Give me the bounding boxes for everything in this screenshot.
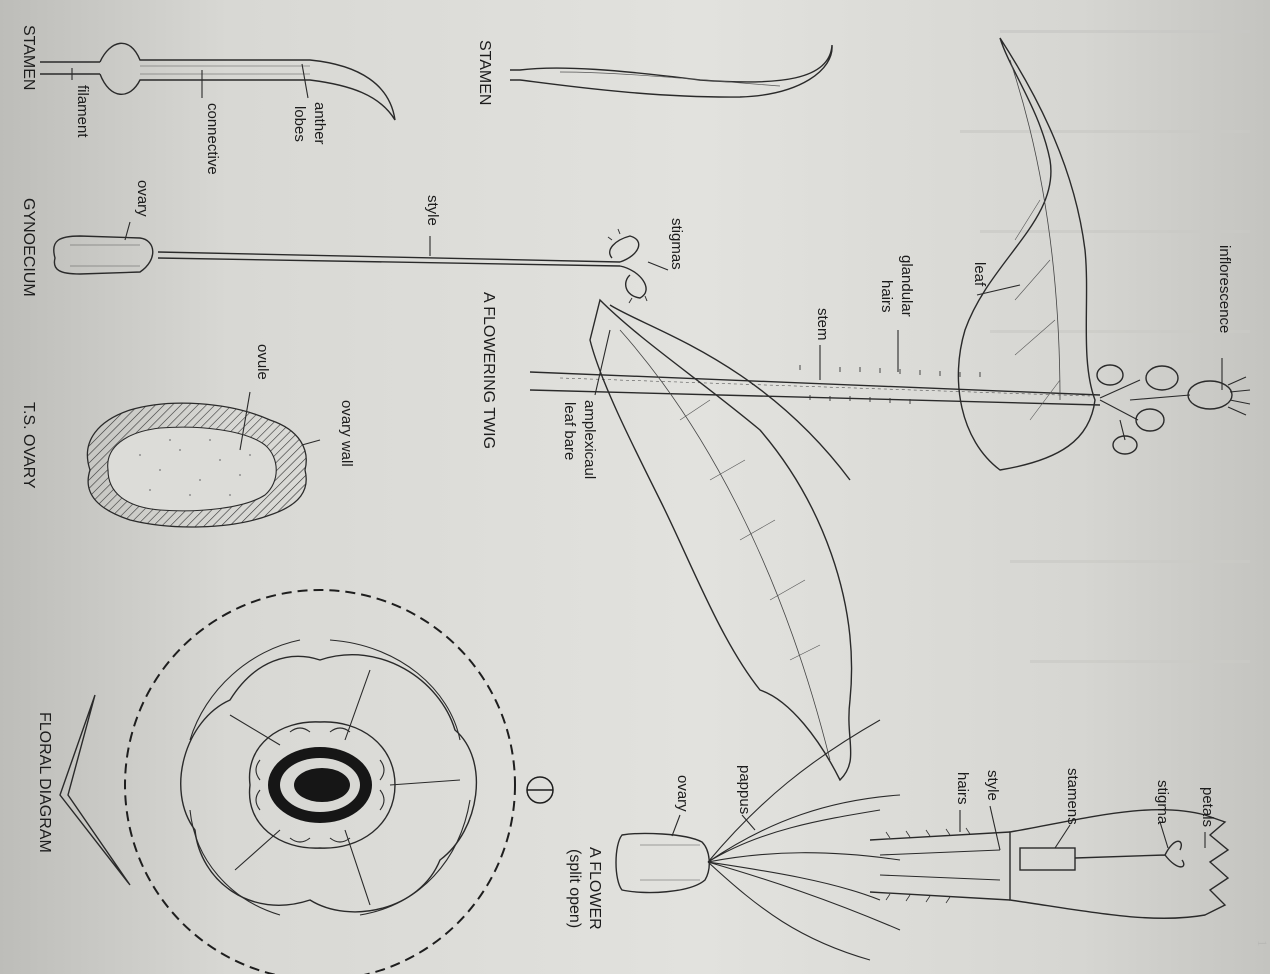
label-ovary-gynoecium: ovary [134,180,151,217]
bract-drawing [60,695,130,885]
flower-figure: petals stigma stamens style hairs pappus… [566,720,1228,960]
label-style: style [984,770,1001,801]
stamen-bottom-figure: anther lobes connective filament STAMEN [20,25,395,175]
title-ts-ovary: T.S. OVARY [20,402,37,489]
stamens-drawing [1020,848,1075,870]
label-leaf-base: leaf bare [561,402,578,460]
flower-ovary-drawing [616,833,709,892]
label-stamens: stamens [1064,768,1081,825]
label-pappus: pappus [736,765,753,814]
svg-text:1: 1 [1255,940,1270,947]
floral-diagram-figure: FLORAL DIAGRAM [36,590,553,974]
title-stamen-top: STAMEN [476,40,493,105]
label-ovary-flower: ovary [674,775,691,812]
label-hairs-flower: hairs [954,772,971,805]
bleed-through-text [960,30,1250,663]
label-anther: anther [311,102,328,145]
ts-ovary-figure: ovary wall ovule T.S. OVARY [20,344,355,527]
gynoecium-style-drawing [158,252,620,266]
label-ovule: ovule [254,344,271,380]
label-filament: filament [74,85,91,138]
label-inflorescence: inflorescence [1216,245,1233,333]
title-floral-diagram: FLORAL DIAGRAM [36,712,53,853]
gynoecium-stigmas-drawing [610,236,646,298]
gynoecium-figure: stigmas style ovary GYNOECIUM [20,180,685,303]
label-stem: stem [814,308,831,341]
label-hairs: hairs [878,280,895,313]
ovule-drawing [108,427,277,511]
label-ovary-wall: ovary wall [338,400,355,467]
inflorescence-drawing [1097,365,1250,454]
label-style-gynoecium: style [424,195,441,226]
stem-drawing [530,372,1100,405]
label-glandular: glandular [898,255,915,317]
subtitle-flower: (split open) [566,849,583,928]
amplexicaul-leaf-drawing [590,300,852,780]
petals-drawing [1010,810,1228,919]
gynoecium-ovary-drawing [54,236,153,274]
ovary-center [294,768,350,802]
title-stamen-bottom: STAMEN [20,25,37,90]
leaf-drawing [958,38,1095,470]
label-stigma: stigma [1154,780,1171,825]
flowering-twig-figure: inflorescence leaf glandular hairs stem … [480,38,1250,780]
stamen-top-figure: STAMEN [476,40,832,105]
label-leaf: leaf [971,262,988,287]
label-lobes: lobes [291,106,308,142]
axis-symbol [527,777,553,803]
label-amplexicaul: amplexicaul [581,400,598,479]
title-gynoecium: GYNOECIUM [20,198,37,297]
label-stigmas: stigmas [668,218,685,270]
label-petals: petals [1199,787,1216,827]
title-flower: A FLOWER [586,847,603,930]
title-flowering-twig: A FLOWERING TWIG [480,292,497,449]
label-connective: connective [204,103,221,175]
stamen-top-drawing [510,45,832,97]
